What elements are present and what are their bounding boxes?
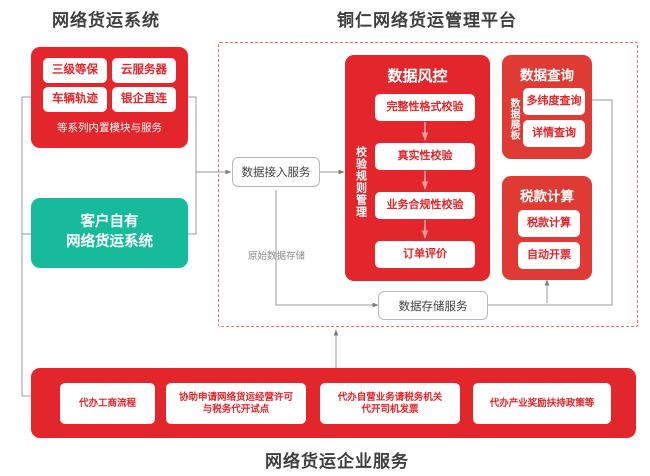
network-freight-system-panel[interactable]: 三级等保 云服务器 车辆轨迹 银企直连 等系列内置模块与服务 [31, 47, 188, 148]
data-storage-service-node[interactable]: 数据存储服务 [378, 291, 488, 320]
data-dashboard-side-label: 数据展板 [508, 98, 519, 140]
data-ingest-service-node[interactable]: 数据接入服务 [232, 157, 320, 187]
bottom-section-title: 网络货运企业服务 [265, 452, 409, 471]
tax-calculation-heading: 税款计算 [520, 189, 574, 204]
customer-own-system-label: 客户自有 网络货运系统 [31, 213, 188, 252]
platform-section-title: 铜仁网络货运管理平台 [337, 11, 517, 30]
enterprise-service-3[interactable]: 代办产业奖励扶持政策等 [473, 383, 611, 424]
tax-calculation-panel[interactable]: 税款计算 税款计算 自动开票 [502, 176, 592, 280]
enterprise-service-label-2: 代办自营业务请税务机关 代开司机发票 [337, 391, 443, 415]
platform-boundary [218, 42, 638, 327]
customer-own-system-line2: 网络货运系统 [66, 234, 153, 250]
raw-data-storage-edge-label: 原始数据存储 [248, 251, 306, 262]
risk-step-3[interactable]: 订单评价 [375, 241, 475, 268]
enterprise-service-label-0: 代办工商流程 [78, 397, 136, 409]
data-query-item-1[interactable]: 详情查询 [523, 120, 585, 147]
data-query-heading: 数据查询 [520, 68, 574, 83]
data-query-panel[interactable]: 数据查询 数据展板 多纬度查询 详情查询 [502, 55, 592, 159]
enterprise-services-bar[interactable]: 代办工商流程 协助申请网络货运经营许可 与税务代开试点 代办自营业务请税务机关 … [31, 368, 636, 438]
enterprise-service-label-3: 代办产业奖励扶持政策等 [489, 397, 595, 409]
module-chip-2[interactable]: 车辆轨迹 [43, 87, 107, 112]
data-query-item-0[interactable]: 多纬度查询 [523, 88, 585, 115]
enterprise-service-label-1: 协助申请网络货运经营许可 与税务代开试点 [178, 391, 293, 415]
customer-own-system-panel[interactable]: 客户自有 网络货运系统 [31, 198, 188, 268]
module-caption: 等系列内置模块与服务 [57, 122, 162, 134]
data-risk-control-panel[interactable]: 数据风控 校验规则管理 完整性格式校验 真实性校验 业务合规性校验 订单评价 [345, 55, 490, 281]
data-risk-control-heading: 数据风控 [387, 68, 448, 85]
enterprise-service-1[interactable]: 协助申请网络货运经营许可 与税务代开试点 [166, 383, 306, 424]
left-section-title: 网络货运系统 [52, 11, 160, 30]
tax-calculation-item-1[interactable]: 自动开票 [518, 242, 580, 269]
validation-rule-mgmt-side-label: 校验规则管理 [354, 146, 367, 218]
risk-step-2[interactable]: 业务合规性校验 [375, 192, 475, 219]
module-chip-1[interactable]: 云服务器 [112, 58, 176, 83]
module-chip-3[interactable]: 银企直连 [112, 87, 176, 112]
risk-flow-arrows [421, 122, 429, 239]
module-chip-0[interactable]: 三级等保 [43, 58, 107, 83]
risk-step-1[interactable]: 真实性校验 [375, 143, 475, 170]
enterprise-service-2[interactable]: 代办自营业务请税务机关 代开司机发票 [320, 383, 460, 424]
customer-own-system-line1: 客户自有 [80, 214, 139, 231]
enterprise-service-0[interactable]: 代办工商流程 [60, 383, 155, 424]
risk-step-0[interactable]: 完整性格式校验 [375, 94, 475, 121]
tax-calculation-item-0[interactable]: 税款计算 [518, 210, 580, 237]
